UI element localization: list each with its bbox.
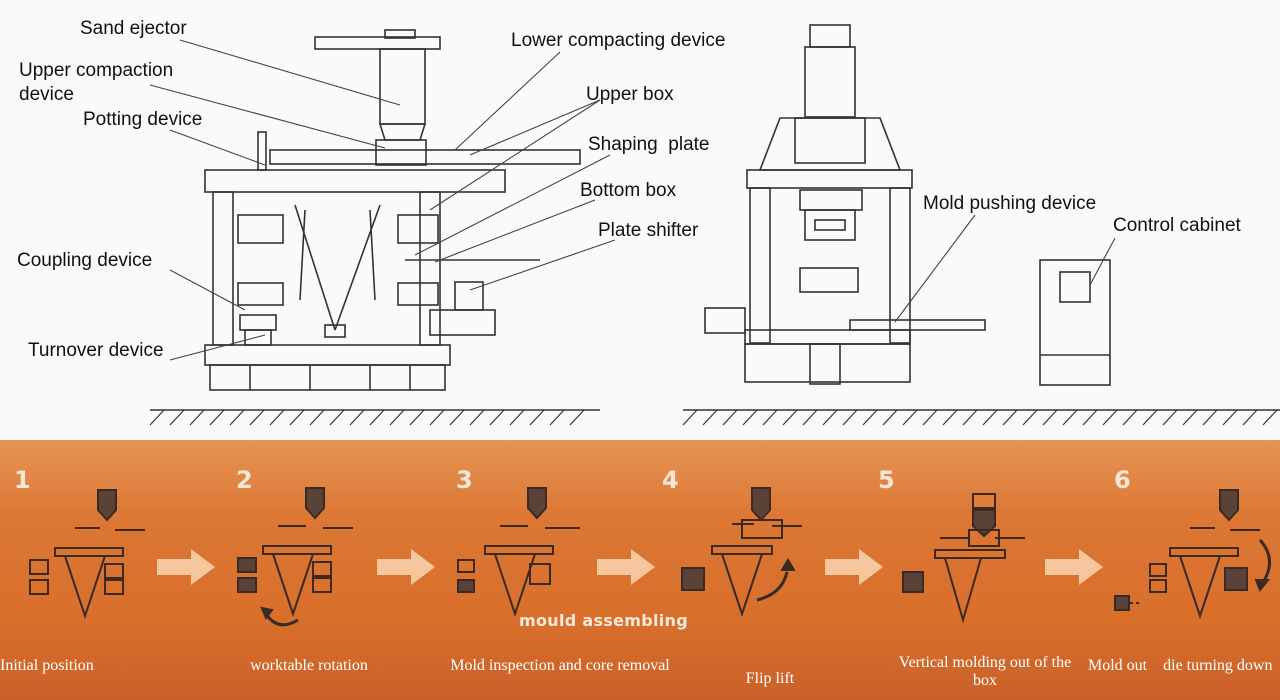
label-lower-compacting-device: Lower compacting device bbox=[511, 30, 726, 51]
label-upper-compaction-line2: device bbox=[19, 84, 74, 105]
step-3-caption: Mold inspection and core removal bbox=[450, 657, 670, 674]
process-arrow-5 bbox=[1045, 549, 1103, 585]
process-arrow-2 bbox=[377, 549, 435, 585]
label-turnover-device: Turnover device bbox=[28, 340, 164, 361]
label-coupling-device: Coupling device bbox=[17, 250, 153, 271]
step-2-illustration bbox=[237, 487, 353, 627]
step-2-caption: worktable rotation bbox=[250, 657, 368, 674]
step-4-caption: Flip lift bbox=[745, 670, 795, 687]
step-number-3: 3 bbox=[456, 466, 473, 494]
process-arrow-4 bbox=[825, 549, 883, 585]
step-number-1: 1 bbox=[14, 466, 31, 494]
step-number-4: 4 bbox=[662, 466, 679, 494]
label-sand-ejector: Sand ejector bbox=[80, 18, 187, 39]
label-potting-device: Potting device bbox=[83, 109, 203, 130]
label-plate-shifter: Plate shifter bbox=[598, 220, 699, 241]
label-upper-compaction-line1: Upper compaction bbox=[19, 60, 174, 81]
step-4-illustration bbox=[681, 487, 802, 618]
label-bottom-box: Bottom box bbox=[580, 180, 677, 201]
step-1-illustration bbox=[29, 489, 145, 620]
step-number-6: 6 bbox=[1114, 466, 1131, 494]
step-number-2: 2 bbox=[236, 466, 253, 494]
label-upper-box: Upper box bbox=[586, 84, 674, 105]
label-shaping-plate: Shaping plate bbox=[588, 134, 710, 155]
step-5-illustration bbox=[902, 493, 1025, 624]
process-arrow-3 bbox=[597, 549, 655, 585]
label-mold-pushing-device: Mold pushing device bbox=[923, 193, 1097, 214]
process-strip: 1 2 3 4 5 6 bbox=[0, 440, 1280, 700]
mould-assembling-label: mould assembling bbox=[519, 611, 688, 630]
process-arrow-1 bbox=[157, 549, 215, 585]
step-5-caption: Vertical molding out of the box bbox=[898, 654, 1072, 689]
machine-drawing bbox=[149, 24, 1280, 426]
step-number-5: 5 bbox=[878, 466, 895, 494]
step-1-caption: Initial position bbox=[0, 657, 94, 674]
step-3-illustration bbox=[457, 487, 580, 618]
machine-drawing-panel: Sand ejector Upper compaction device Pot… bbox=[17, 18, 1280, 426]
step-6-illustration bbox=[1114, 489, 1271, 620]
step-6-caption: Mold out die turning down bbox=[1088, 657, 1273, 674]
label-control-cabinet: Control cabinet bbox=[1113, 215, 1241, 236]
